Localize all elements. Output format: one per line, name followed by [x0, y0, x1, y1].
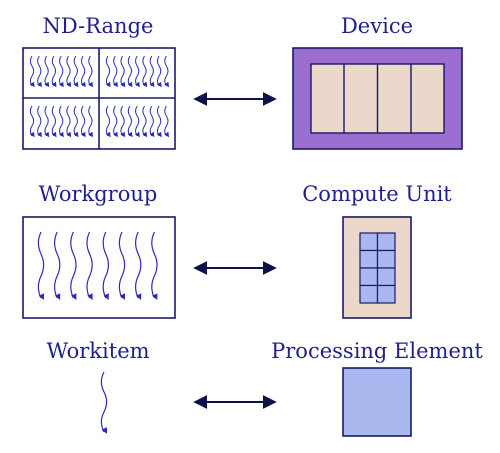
workitem-wave [100, 371, 108, 434]
nd-range-workitems [29, 55, 170, 138]
workitem-wave [127, 55, 133, 88]
processing-element-grid [359, 232, 396, 304]
processing-element-cell [376, 249, 396, 269]
workgroup-frame [22, 216, 176, 319]
workgroup-workitems [37, 231, 158, 300]
workgroup-label: Workgroup [39, 182, 158, 206]
workitem-wave [164, 105, 170, 138]
workitem-wave [51, 105, 57, 138]
workitem-wave [149, 105, 155, 138]
workitem-label: Workitem [46, 339, 149, 363]
workitem-wave [135, 55, 140, 88]
processing-element-cell [376, 284, 396, 304]
workitem-wave [105, 55, 111, 88]
processing-element-box [342, 367, 412, 437]
processing-element-cell [376, 232, 396, 252]
workitem-wave [142, 105, 148, 138]
workitem-wave [73, 55, 79, 88]
workitem-wave [127, 105, 133, 138]
processing-element-cell [359, 267, 379, 287]
workitem-wave [59, 55, 64, 88]
device-label: Device [341, 14, 413, 38]
nd-range-label: ND-Range [43, 14, 154, 38]
workitem-wave [51, 55, 57, 88]
workitem-wave [66, 105, 72, 138]
workitem-wave [59, 105, 64, 138]
workitem-wave [142, 55, 148, 88]
workitem-wave [120, 105, 126, 138]
workitem-wave [135, 105, 140, 138]
processing-element-cell [359, 249, 379, 269]
workitem-wave [102, 231, 110, 300]
workitem-wave [29, 55, 35, 88]
workitem-wave [88, 105, 94, 138]
workitem-wave [80, 55, 86, 88]
workitem-wave [88, 55, 94, 88]
workitem-wave [134, 231, 142, 300]
workitem-symbol [100, 371, 108, 434]
workitem-wave [66, 55, 72, 88]
workitem-wave [113, 55, 118, 88]
workitem-wave [44, 55, 50, 88]
workitem-wave [70, 231, 77, 300]
workitem-wave [86, 231, 93, 300]
compute-unit-label: Compute Unit [302, 182, 452, 206]
workitem-wave [120, 55, 126, 88]
nd-range-box [22, 47, 176, 150]
workitem-wave [156, 105, 162, 138]
workgroup-box [22, 216, 176, 319]
workitem-wave [37, 105, 42, 138]
workitem-wave [44, 105, 50, 138]
workitem-wave [118, 231, 126, 300]
workitem-wave [73, 105, 79, 138]
workitem-wave [105, 105, 111, 138]
processing-element-cell [376, 267, 396, 287]
processing-element-cell [359, 284, 379, 304]
workitem-wave [37, 55, 42, 88]
compute-unit-box [342, 216, 412, 319]
device-box [292, 47, 463, 150]
workitem-wave [156, 55, 162, 88]
workitem-wave [29, 105, 35, 138]
processing-element-label: Processing Element [271, 339, 483, 363]
workitem-wave [164, 55, 170, 88]
workitem-wave [149, 55, 155, 88]
workitem-wave [151, 231, 158, 300]
workitem-wave [53, 231, 61, 300]
processing-element-cell [359, 232, 379, 252]
workitem-wave [37, 231, 45, 300]
workitem-wave [80, 105, 86, 138]
workitem-wave [113, 105, 118, 138]
